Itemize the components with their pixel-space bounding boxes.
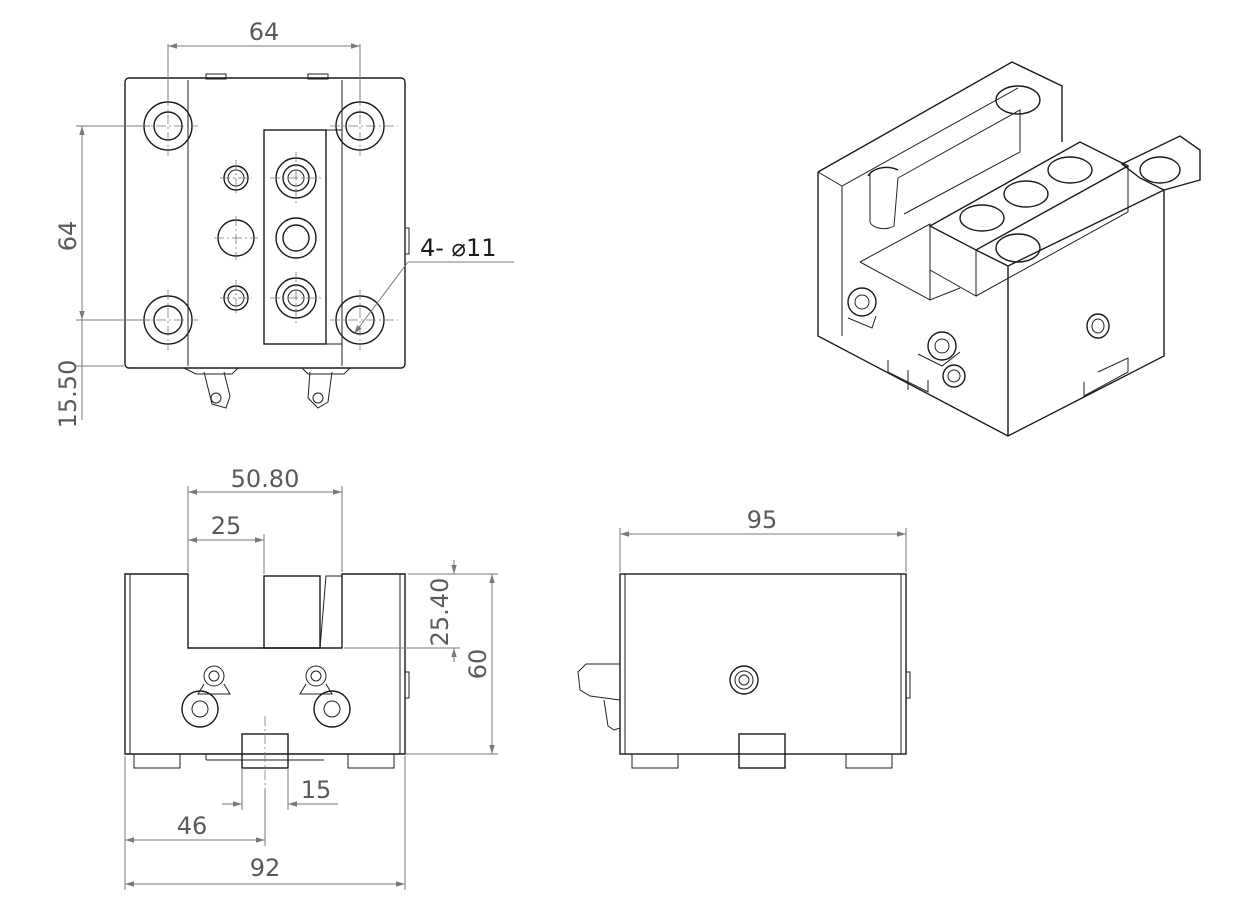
isometric-view xyxy=(817,61,1201,437)
front-view-dimensions: 50.80 25 25.40 60 15 46 92 xyxy=(124,465,498,890)
front-clamp-bar xyxy=(263,575,321,649)
front-view-outline xyxy=(124,573,406,755)
clamp-bar xyxy=(263,129,327,345)
dim-front-height: 60 xyxy=(464,649,492,680)
dim-front-slot-depth: 25.40 xyxy=(426,578,454,647)
front-view xyxy=(124,573,410,790)
dim-front-key-offset: 46 xyxy=(177,812,208,840)
hole-callout: 4- ⌀11 xyxy=(420,234,497,262)
top-view xyxy=(124,73,410,409)
dim-front-overall-width: 92 xyxy=(250,854,281,882)
side-key xyxy=(738,733,786,769)
side-screw xyxy=(729,665,759,695)
top-view-dimensions: 64 64 15.50 4- ⌀11 xyxy=(54,18,514,428)
dim-top-width: 64 xyxy=(249,18,280,46)
dim-front-slot-width: 50.80 xyxy=(231,465,300,493)
side-view xyxy=(577,573,911,769)
dim-top-offset: 15.50 xyxy=(54,360,82,429)
top-view-outline xyxy=(124,77,406,369)
side-view-dimensions: 95 xyxy=(619,506,907,572)
dim-side-overall-length: 95 xyxy=(747,506,778,534)
side-view-outline xyxy=(619,573,907,755)
dim-front-key-width: 15 xyxy=(301,776,332,804)
dim-front-inner-width: 25 xyxy=(211,512,242,540)
dim-top-height: 64 xyxy=(54,221,82,252)
